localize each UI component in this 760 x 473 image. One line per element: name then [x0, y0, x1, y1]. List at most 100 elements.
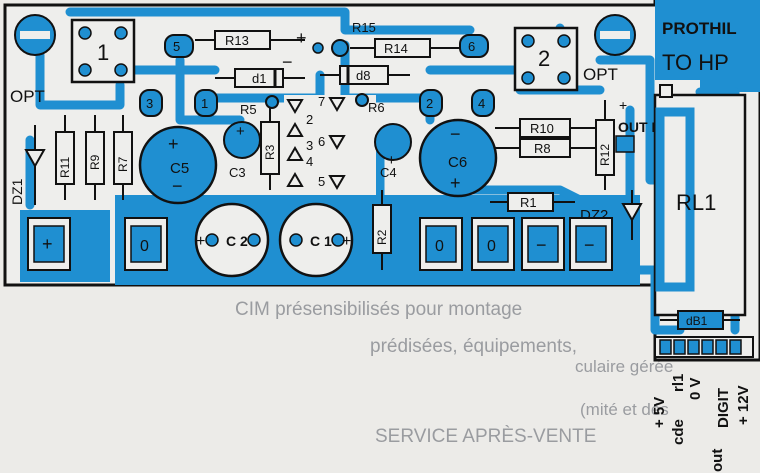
pad-4-label: 4: [478, 96, 485, 111]
pad-2: [419, 89, 443, 117]
terminal-zero-2-pad: [425, 225, 457, 263]
connector-pin-labels: + 5V cde rl1 0 V DIGIT + 12V out: [651, 374, 752, 472]
r3-body: [260, 121, 280, 175]
terminal-zero-2-label: 0: [435, 238, 444, 255]
c4-label: C4: [380, 165, 397, 180]
diode-5: [328, 175, 346, 190]
pin-label-5v: + 5V: [651, 397, 668, 428]
opto-left-pin: [114, 63, 128, 77]
c4-body: [374, 123, 412, 161]
terminal-minus-2-pad: [575, 225, 607, 263]
diode-label-6: 6: [318, 134, 325, 149]
r5-pad: [265, 95, 279, 109]
r12-body: [595, 119, 615, 176]
c5-body: [138, 125, 218, 205]
opto-right-pin: [557, 71, 571, 85]
pad-5-label: 5: [173, 39, 180, 54]
pad-small: [312, 42, 324, 54]
c2-pin-minus: [247, 233, 261, 247]
relay-pin: [659, 84, 673, 98]
connector-pin: [729, 339, 742, 355]
terminal-zero-3-pad: [477, 225, 509, 263]
opto-left-pin: [114, 26, 128, 40]
r5-label: R5: [240, 102, 257, 117]
capacitor-c5: + C5 −: [138, 125, 218, 205]
plus-right-label: +: [619, 97, 627, 113]
r10-label: R10: [530, 121, 554, 136]
page-text-line-2: prédisées, équipements,: [370, 336, 577, 357]
r11-label: R11: [58, 157, 72, 178]
opto-right-number: 2: [538, 46, 550, 71]
opto-right-pin: [521, 71, 535, 85]
diode-7: [328, 97, 346, 112]
board: PROTHIL TO HP 1 OPT 2 OPT 5 6: [3, 0, 760, 472]
diode-2: [286, 122, 304, 137]
pad-1-label: 1: [201, 96, 208, 111]
terminal-blocks: + 0 0 0 − −: [27, 217, 613, 271]
relay-rl1: RL1: [653, 84, 747, 317]
diode-label-5: 5: [318, 174, 325, 189]
diode-label-2: 2: [306, 112, 313, 127]
trace-r1: [465, 185, 605, 215]
r12-label: R12: [598, 144, 612, 166]
opto-right-pin: [557, 34, 571, 48]
r2-body: [372, 204, 392, 254]
trace-c5: [175, 55, 245, 125]
d1-label: d1: [252, 71, 266, 86]
relay-trace: [655, 107, 695, 292]
pad-4: [471, 89, 495, 117]
page-text-line-1: CIM présensibilisés pour montage: [235, 299, 522, 320]
diode-4: [286, 172, 304, 187]
pad-6-label: 6: [468, 39, 475, 54]
r6-label: R6: [368, 100, 385, 115]
c4-plus: +: [387, 152, 396, 169]
opto-right-label: OPT: [583, 65, 618, 84]
diode-cluster: 2 3 4 7 6 5: [284, 94, 376, 195]
output-connector: [654, 336, 754, 358]
c2-pin-plus: [205, 233, 219, 247]
opto-left-pin: [78, 63, 92, 77]
pad-3: [139, 89, 163, 117]
d8-label: d8: [356, 68, 370, 83]
c5-plus: +: [168, 134, 179, 154]
pad-3-label: 3: [146, 96, 153, 111]
c5-minus: −: [172, 176, 183, 196]
opto-left-number: 1: [97, 40, 109, 65]
c2-label: C 2: [226, 233, 248, 249]
c1-plus: +: [342, 233, 351, 250]
capacitor-c6: − C6 +: [418, 118, 498, 198]
board-title: PROTHIL: [662, 19, 737, 38]
r1-body: [507, 192, 554, 212]
c1-body: [278, 202, 354, 278]
page-text-side-1: culaire gérée: [575, 357, 673, 376]
c2-plus: +: [196, 233, 205, 250]
terminal-minus-1-label: −: [536, 235, 547, 255]
horizontal-resistors: R13 R15 R14 d1 d8 R10 R8 R1: [195, 20, 600, 212]
r13-label: R13: [225, 33, 249, 48]
c1-label: C 1: [310, 233, 332, 249]
c6-plus: +: [450, 173, 461, 193]
c1-pin-plus: [331, 233, 345, 247]
c3-label: C3: [229, 165, 246, 180]
relay-body: [653, 93, 747, 317]
terminal-zero-1-pad: [130, 225, 162, 263]
terminal-plus-pad: [33, 225, 65, 263]
dz2-body: [621, 203, 643, 223]
c6-label: C6: [448, 154, 467, 171]
c2-body: [194, 202, 270, 278]
pad-6: [459, 34, 489, 58]
r8-label: R8: [534, 141, 551, 156]
diode-label-7: 7: [318, 94, 325, 109]
pin-label-0v: 0 V: [687, 377, 704, 400]
r2-label: R2: [375, 229, 389, 245]
db1-label: dB1: [686, 314, 708, 328]
r8-body: [519, 138, 571, 158]
mounting-holes: [14, 14, 636, 56]
c1-pin-minus: [289, 233, 303, 247]
d8-body: [339, 65, 389, 85]
r13-body: [214, 30, 271, 50]
page-text-side-2: (mité et dés: [580, 400, 669, 419]
pad-2-label: 2: [426, 96, 433, 111]
c5-label: C5: [170, 160, 189, 177]
